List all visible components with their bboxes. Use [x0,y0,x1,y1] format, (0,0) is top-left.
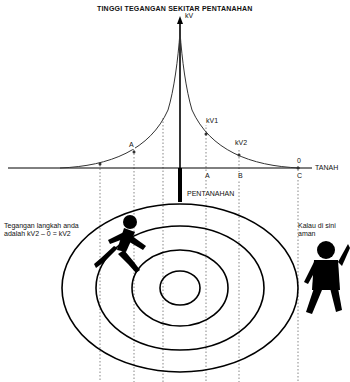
point-letter: A [128,141,135,149]
standing-person [304,241,350,314]
point-letter: B [237,172,244,180]
curve-points [99,133,300,170]
voltage-label: kV2 [234,139,248,147]
running-person [94,215,146,273]
point-letter: C [296,172,303,180]
grounding-label: PENTANAHAN [186,190,235,198]
guide-lines [100,118,298,382]
axis-arrow [177,16,183,24]
voltage-label: kV1 [205,117,219,125]
ground-rod [178,168,182,202]
point-letter: A [204,172,211,180]
safe-note: Kalau di sini aman [298,222,346,238]
diagram-title: TINGGI TEGANGAN SEKITAR PENTANAHAN [96,5,254,13]
ground-axis [8,168,312,169]
voltage-curve [60,32,300,168]
axis-unit: kV [184,12,194,20]
axis-label: TANAH [314,164,339,172]
voltage-rings [62,204,298,372]
voltage-label: 0 [296,157,302,165]
step-voltage-note: Tegangan langkah anda adalah kV2 – 0 = k… [4,222,90,238]
